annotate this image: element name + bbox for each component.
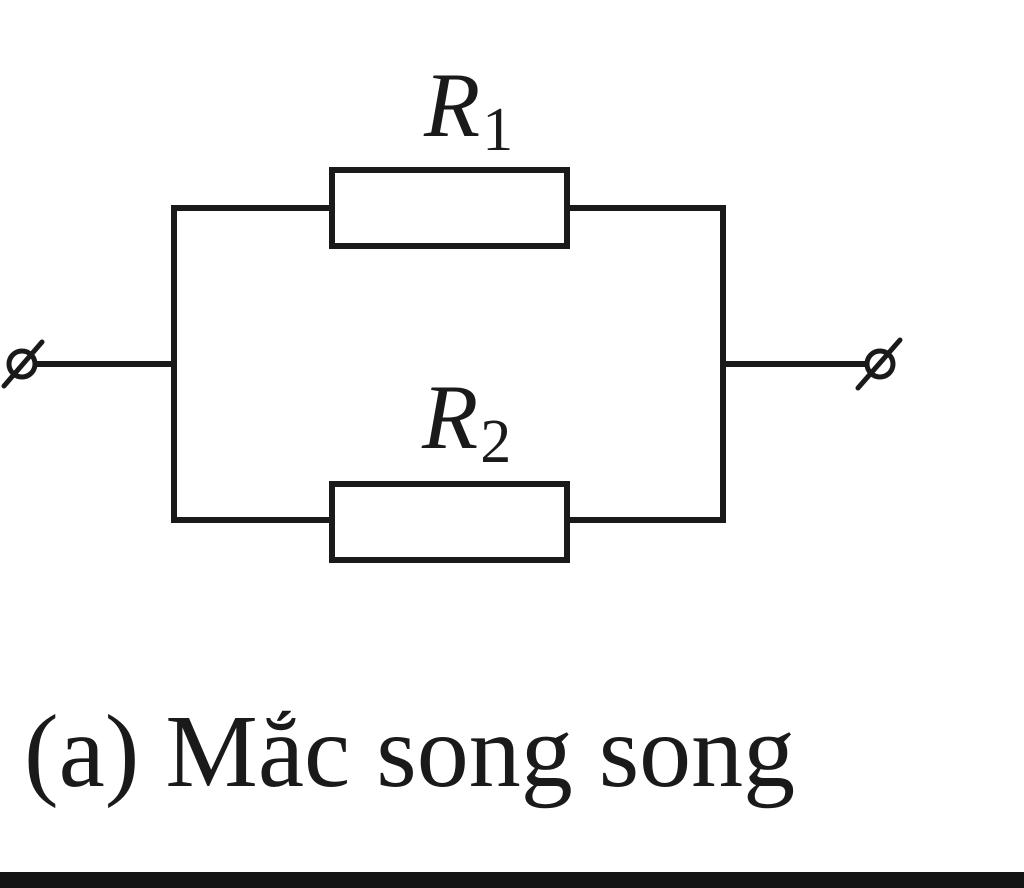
- right-terminal-icon: [855, 337, 903, 391]
- left-terminal-icon: [1, 339, 45, 389]
- resistor-r2-label: R2: [421, 366, 511, 476]
- resistor-r2: [329, 481, 570, 563]
- diagram-caption: (a) Mắc song song: [24, 694, 796, 809]
- resistor-r2-subscript: 2: [480, 408, 511, 476]
- resistor-r1-label: R1: [423, 54, 513, 164]
- resistor-r1-subscript: 1: [482, 96, 513, 164]
- resistor-r1-symbol: R: [423, 54, 480, 156]
- resistor-r2-symbol: R: [421, 366, 478, 468]
- resistor-r1: [329, 167, 570, 249]
- bottom-border-bar: [0, 872, 1024, 888]
